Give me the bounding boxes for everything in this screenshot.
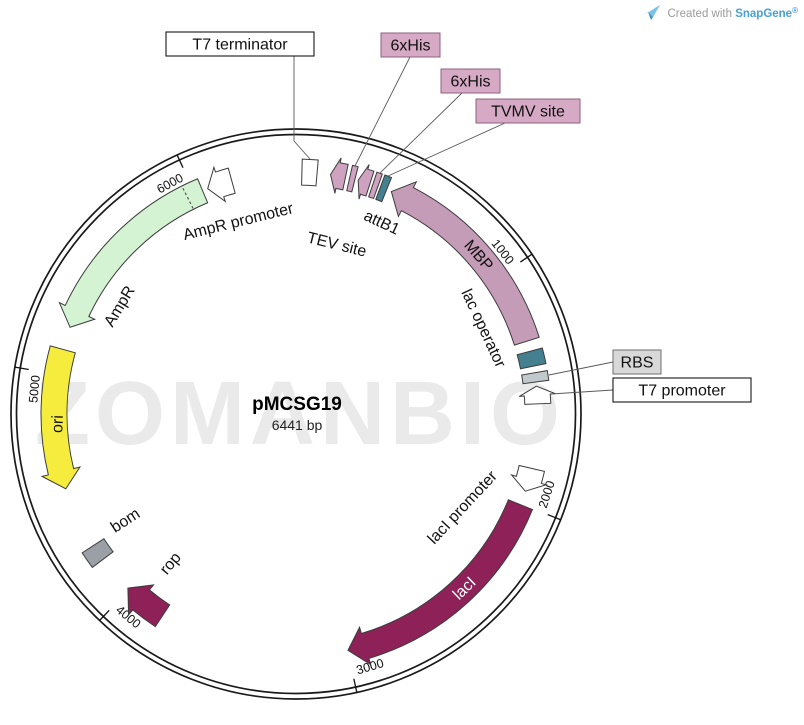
leader-rbs (548, 361, 614, 376)
leader-tvmv-site (387, 122, 506, 177)
watermark-text: ZOMANBIO (35, 364, 565, 464)
label-attb1: attB1 (361, 207, 402, 238)
leader-6xhis-1 (354, 56, 411, 167)
label-box-t7-terminator (165, 31, 315, 57)
tick-4000 (99, 609, 110, 621)
tick-label-5000: 5000 (26, 374, 43, 403)
feature-ampr-divider (181, 186, 194, 209)
feature-tev-site (329, 157, 349, 194)
feature-rop (127, 584, 171, 628)
features-layer (40, 157, 556, 666)
plasmid-name: pMCSG19 (252, 394, 342, 415)
label-box-rbs (612, 349, 662, 375)
feature-ampr-promoter (207, 165, 236, 203)
feature-rbs (521, 370, 550, 385)
label-box-6xhis-1 (380, 32, 441, 58)
tick-2000 (547, 513, 561, 521)
snapgene-logo-icon-accent (648, 12, 653, 20)
credit-text: Created with SnapGene® (667, 6, 798, 20)
label-t7-promoter: T7 promoter (638, 383, 726, 400)
feature-laci (347, 499, 534, 666)
feature-attb1 (357, 164, 375, 200)
label-box-tvmv-site (475, 98, 581, 124)
leader-6xhis-2 (379, 92, 463, 174)
label-6xhis-2: 6xHis (450, 74, 490, 91)
backbone-inner-circle (15, 133, 577, 695)
plasmid-size: 6441 bp (272, 417, 323, 433)
snapgene-credit: Created with SnapGene® (642, 5, 798, 20)
label-6xhis-1: 6xHis (390, 38, 430, 55)
label-tev-site: TEV site (305, 230, 368, 261)
backbone-outer-circle (10, 128, 582, 700)
tick-5000 (14, 366, 29, 371)
feature-t7-promoter (519, 385, 556, 405)
feature-laci-promoter (510, 464, 548, 492)
feature-ori (40, 345, 82, 490)
tick-6000 (176, 154, 184, 168)
boxed-labels-layer: T7 terminator 6xHis 6xHis TVMV site RBS … (165, 31, 752, 403)
tick-3000 (353, 678, 358, 693)
feature-6xhis-2 (368, 171, 384, 200)
label-box-6xhis-2 (440, 68, 501, 94)
feature-6xhis-1 (346, 164, 359, 193)
label-t7-terminator: T7 terminator (192, 37, 288, 54)
leader-lines-layer (293, 56, 614, 395)
label-ampr: AmpR (101, 283, 138, 330)
feature-tvmv-site (375, 174, 393, 203)
feature-t7-terminator (301, 158, 319, 187)
label-tvmv-site: TVMV site (491, 104, 565, 121)
feature-mbp (390, 180, 540, 346)
leader-t7-terminator (293, 56, 311, 160)
plasmid-title-block: pMCSG19 6441 bp (252, 394, 342, 433)
label-ori: ori (49, 415, 67, 433)
label-bom: bom (108, 505, 143, 536)
label-box-t7-promoter (612, 377, 752, 403)
feature-ampr (58, 178, 209, 328)
snapgene-logo-icon (642, 5, 660, 17)
feature-lac-operator (516, 347, 547, 370)
label-rop: rop (157, 549, 185, 578)
leader-t7-promoter (550, 389, 614, 395)
tick-label-3000: 3000 (355, 656, 386, 677)
tick-1000 (520, 253, 533, 263)
label-rbs: RBS (621, 355, 654, 372)
feature-bom (81, 538, 114, 569)
